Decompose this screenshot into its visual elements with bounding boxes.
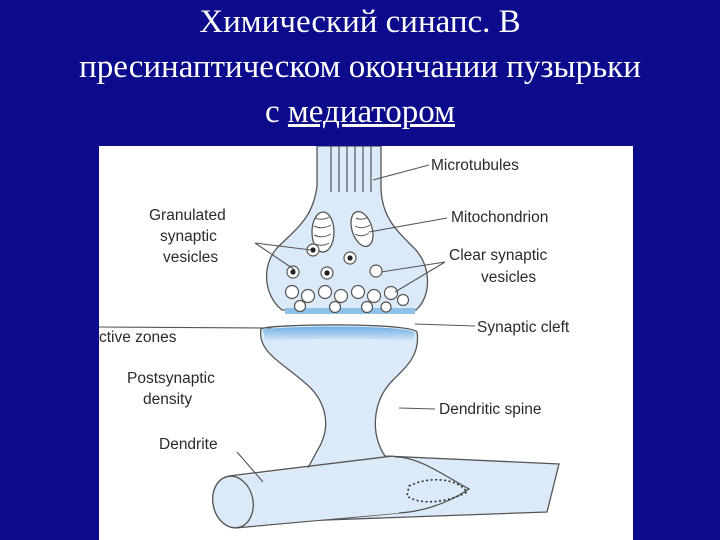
mitochondrion-right <box>350 210 374 248</box>
title-line-3: с медиатором <box>0 90 720 135</box>
synapse-diagram: Microtubules Granulated synaptic vesicle… <box>99 146 570 529</box>
leader-lines <box>99 164 476 483</box>
title-line-2: пресинаптическом окончании пузырьки <box>79 49 641 85</box>
title-line-1: Химический синапс. В <box>199 4 521 40</box>
label-microtubules: Microtubules <box>431 157 519 174</box>
mitochondrion-left <box>311 211 335 253</box>
dendrite-organelle <box>406 478 469 503</box>
label-dendritic-spine: Dendritic spine <box>439 401 542 418</box>
synapse-diagram-panel: Microtubules Granulated synaptic vesicle… <box>99 146 633 540</box>
label-postsynaptic-1: Postsynaptic <box>127 370 215 387</box>
active-zone-band <box>285 308 415 314</box>
presynaptic-terminal <box>265 146 429 311</box>
title-line-3-prefix: с <box>265 94 288 130</box>
label-active-zones: ctive zones <box>99 329 177 346</box>
label-dendrite: Dendrite <box>159 436 218 453</box>
label-mitochondrion: Mitochondrion <box>451 209 548 226</box>
label-granulated-3: vesicles <box>163 249 218 266</box>
granulated-vesicles <box>286 243 357 280</box>
clear-vesicles <box>284 264 410 314</box>
label-granulated-2: synaptic <box>160 228 217 245</box>
postsynaptic-density <box>263 326 415 342</box>
microtubules <box>330 146 372 192</box>
label-synaptic-cleft: Synaptic cleft <box>477 319 570 336</box>
dendrite-shaft-edges <box>228 455 400 529</box>
label-postsynaptic-2: density <box>143 391 192 408</box>
dendrite-cut-end-front <box>212 475 254 529</box>
slide-title: Химический синапс. В пресинаптическом ок… <box>0 0 720 135</box>
title-underlined-word: медиатором <box>287 94 455 130</box>
label-granulated-1: Granulated <box>149 207 226 224</box>
dendrite-tube <box>231 457 399 527</box>
label-clear-2: vesicles <box>481 269 536 286</box>
label-clear-1: Clear synaptic <box>449 247 547 264</box>
